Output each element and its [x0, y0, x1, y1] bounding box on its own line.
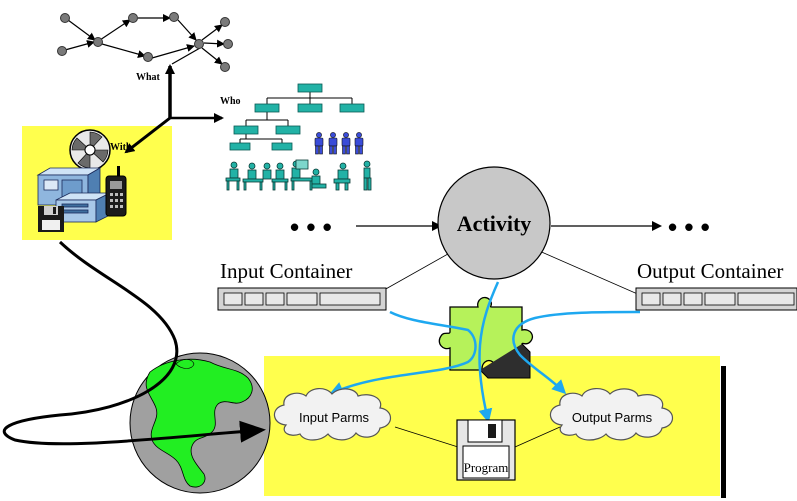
with-axis — [124, 116, 171, 154]
output-container-label: Output Container — [637, 259, 783, 283]
input-container[interactable] — [217, 287, 387, 311]
program-area-shadow — [721, 366, 726, 498]
office-workers-icon — [225, 159, 372, 191]
output-parms-label: Output Parms — [572, 410, 653, 425]
input-parms-label: Input Parms — [299, 410, 370, 425]
output-container[interactable] — [635, 287, 797, 311]
program-label: Program — [464, 460, 509, 475]
network-graph-nodes — [57, 12, 233, 72]
film-reel-icon — [69, 129, 111, 171]
who-label: Who — [220, 96, 241, 107]
resource-link-arrow — [2, 240, 266, 446]
output-parms-to-program — [514, 426, 561, 448]
activity-to-input-line — [383, 249, 456, 291]
ellipsis-left: • • • — [290, 212, 332, 242]
what-label: What — [136, 72, 161, 83]
activity-to-output-line — [536, 249, 641, 296]
computer-icon — [36, 167, 111, 223]
ellipsis-right: • • • — [668, 212, 710, 242]
data-flow-lines — [329, 281, 641, 423]
output-parms-cloud[interactable]: Output Parms — [549, 388, 674, 441]
input-parms-to-program — [394, 426, 459, 448]
activity-node[interactable] — [437, 166, 551, 280]
input-container-label: Input Container — [220, 259, 352, 283]
input-parms-cloud[interactable]: Input Parms — [273, 388, 392, 441]
network-graph-icon — [64, 14, 225, 65]
org-chart-icon — [229, 83, 365, 151]
with-label: With — [110, 142, 132, 153]
globe-icon — [129, 352, 271, 494]
phone-icon — [105, 166, 127, 217]
program-floppy-icon[interactable]: Program — [456, 419, 516, 481]
people-icon — [314, 132, 364, 155]
floppy-disk-icon — [38, 206, 64, 232]
activity-label: Activity — [457, 211, 532, 236]
